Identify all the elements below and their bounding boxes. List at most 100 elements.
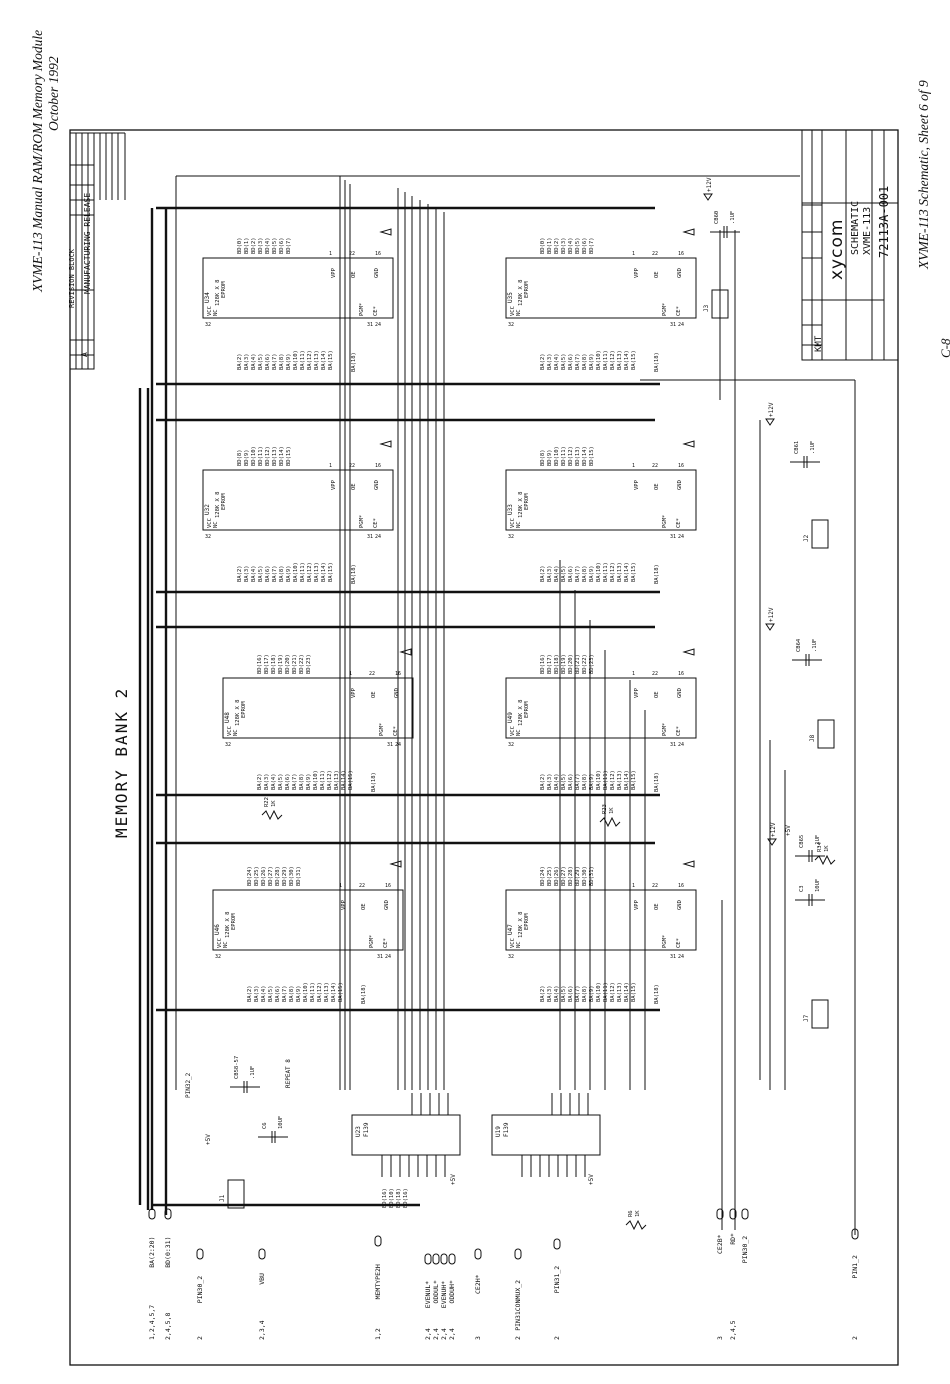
pin-number: 31 — [670, 954, 676, 960]
address-label: BA(8) — [582, 985, 588, 1002]
resistor-value: 1K — [271, 800, 277, 807]
address-label: BA(5) — [561, 353, 567, 370]
address-label: BA(9) — [589, 985, 595, 1002]
address-label: BA(12) — [610, 350, 616, 370]
offsheet-connector — [741, 1208, 749, 1220]
supply-label: +12V — [770, 822, 777, 837]
pin-nc: NC — [516, 941, 522, 948]
pin-number: 24 — [678, 954, 684, 960]
cap-value: .1UF — [730, 211, 736, 224]
pin-number: 1 — [632, 251, 635, 257]
jumper-j3: J3 — [703, 289, 729, 319]
pin-vcc: VCC — [207, 518, 213, 528]
pin-number: 16 — [375, 251, 381, 257]
plus12v-supply: +12V — [765, 607, 775, 631]
address-label: BA(4) — [554, 565, 560, 582]
chip-type: 128K X 8 — [518, 700, 524, 727]
decoder-type: F139 — [503, 1122, 510, 1137]
address-label: BA(11) — [603, 770, 609, 790]
address-label: BA(11) — [310, 982, 316, 1002]
pin-nc: NC — [213, 309, 219, 316]
address-label: BA(7) — [575, 353, 581, 370]
title-block-title: SCHEMATIC — [850, 200, 861, 255]
pin-number: 22 — [652, 883, 658, 889]
supply-label: +12V — [768, 402, 775, 417]
pin-gnd: GND — [384, 900, 390, 910]
chip-type: EPROM — [524, 281, 530, 298]
pin-ce: CE* — [383, 938, 389, 948]
pin-oe: OE — [654, 271, 660, 278]
pin-ce: CE* — [373, 306, 379, 316]
offsheet-signal: CE2H* 3 — [474, 1248, 482, 1340]
data-label: BD(24) — [540, 866, 546, 886]
address-label: BA(5) — [268, 985, 274, 1002]
plus5v-supply: +5V — [785, 825, 792, 836]
signal-sheets: 2,4 — [448, 1328, 456, 1340]
signal-sheets: 2,3,4 — [258, 1320, 266, 1340]
data-label: BD(18) — [554, 654, 560, 674]
address-label: BA(10) — [313, 770, 319, 790]
cap-ref: CB58-57 — [234, 1056, 240, 1079]
data-label: BD(7) — [589, 237, 595, 254]
pin-vcc: VCC — [510, 726, 516, 736]
address-label: BA(15) — [348, 770, 354, 790]
offsheet-signal: EVENUH*2,4 — [440, 1253, 448, 1340]
pin-ce: CE* — [676, 518, 682, 528]
pin-nc: NC — [516, 521, 522, 528]
ba18-label: BA(18) — [654, 984, 660, 1004]
signal-name: CE2H* — [474, 1274, 482, 1294]
address-label: BA(9) — [589, 773, 595, 790]
address-label: BA(12) — [307, 350, 313, 370]
revision-rev: A — [80, 352, 89, 357]
address-label: BA(9) — [286, 565, 292, 582]
ground-symbol — [682, 228, 695, 236]
data-label: BD(6) — [582, 237, 588, 254]
data-label: BD(7) — [286, 237, 292, 254]
address-label: BA(2) — [237, 353, 243, 370]
data-label: BD(30) — [289, 866, 295, 886]
address-label: BA(5) — [258, 353, 264, 370]
address-label: BA(15) — [631, 770, 637, 790]
pin-number: 16 — [678, 883, 684, 889]
address-label: BA(8) — [582, 773, 588, 790]
address-label: BA(7) — [292, 773, 298, 790]
jumper-j7: J7 — [803, 999, 829, 1029]
decoder-type: F139 — [363, 1122, 370, 1137]
address-label: BA(7) — [272, 565, 278, 582]
address-label: BA(4) — [554, 773, 560, 790]
cap-ref: CB61 — [794, 441, 800, 454]
jumper-j8: J8 — [809, 719, 835, 749]
ground-symbol — [682, 860, 695, 868]
chip-body — [202, 469, 394, 531]
address-label: BA(2) — [540, 353, 546, 370]
data-label: BD(0) — [237, 237, 243, 254]
chip-type: 128K X 8 — [518, 492, 524, 519]
address-label: BA(8) — [279, 353, 285, 370]
labels: BD(16)BD(10)BD(18)BD(16)REPEAT 8PIN32_2B… — [69, 129, 899, 1340]
chip-type: EPROM — [524, 913, 530, 930]
offsheet-connector — [716, 1208, 724, 1220]
data-label: BD(17) — [547, 654, 553, 674]
signal-name: BD(0:31) — [164, 1236, 172, 1267]
address-label: BA(10) — [293, 562, 299, 582]
data-label: BD(0) — [540, 237, 546, 254]
address-label: BA(3) — [244, 353, 250, 370]
pin-number: 22 — [349, 463, 355, 469]
title-block — [801, 129, 899, 361]
data-label: BD(3) — [258, 237, 264, 254]
supply-arrow — [765, 623, 775, 631]
data-label: BD(4) — [265, 237, 271, 254]
pin-gnd: GND — [394, 688, 400, 698]
chip-type: 128K X 8 — [518, 912, 524, 939]
address-label: BA(6) — [568, 985, 574, 1002]
data-label: BD(25) — [254, 866, 260, 886]
offsheet-signal: BD(0:31)2,4,5,8 — [164, 1208, 172, 1340]
address-label: BA(7) — [575, 565, 581, 582]
chip-body — [212, 889, 404, 951]
pin-number: 24 — [678, 742, 684, 748]
chip-ref: U32 — [204, 504, 211, 515]
pin-number: 32 — [508, 954, 514, 960]
signal-sheets: 3 — [474, 1336, 482, 1340]
chip-type: 128K X 8 — [215, 280, 221, 307]
